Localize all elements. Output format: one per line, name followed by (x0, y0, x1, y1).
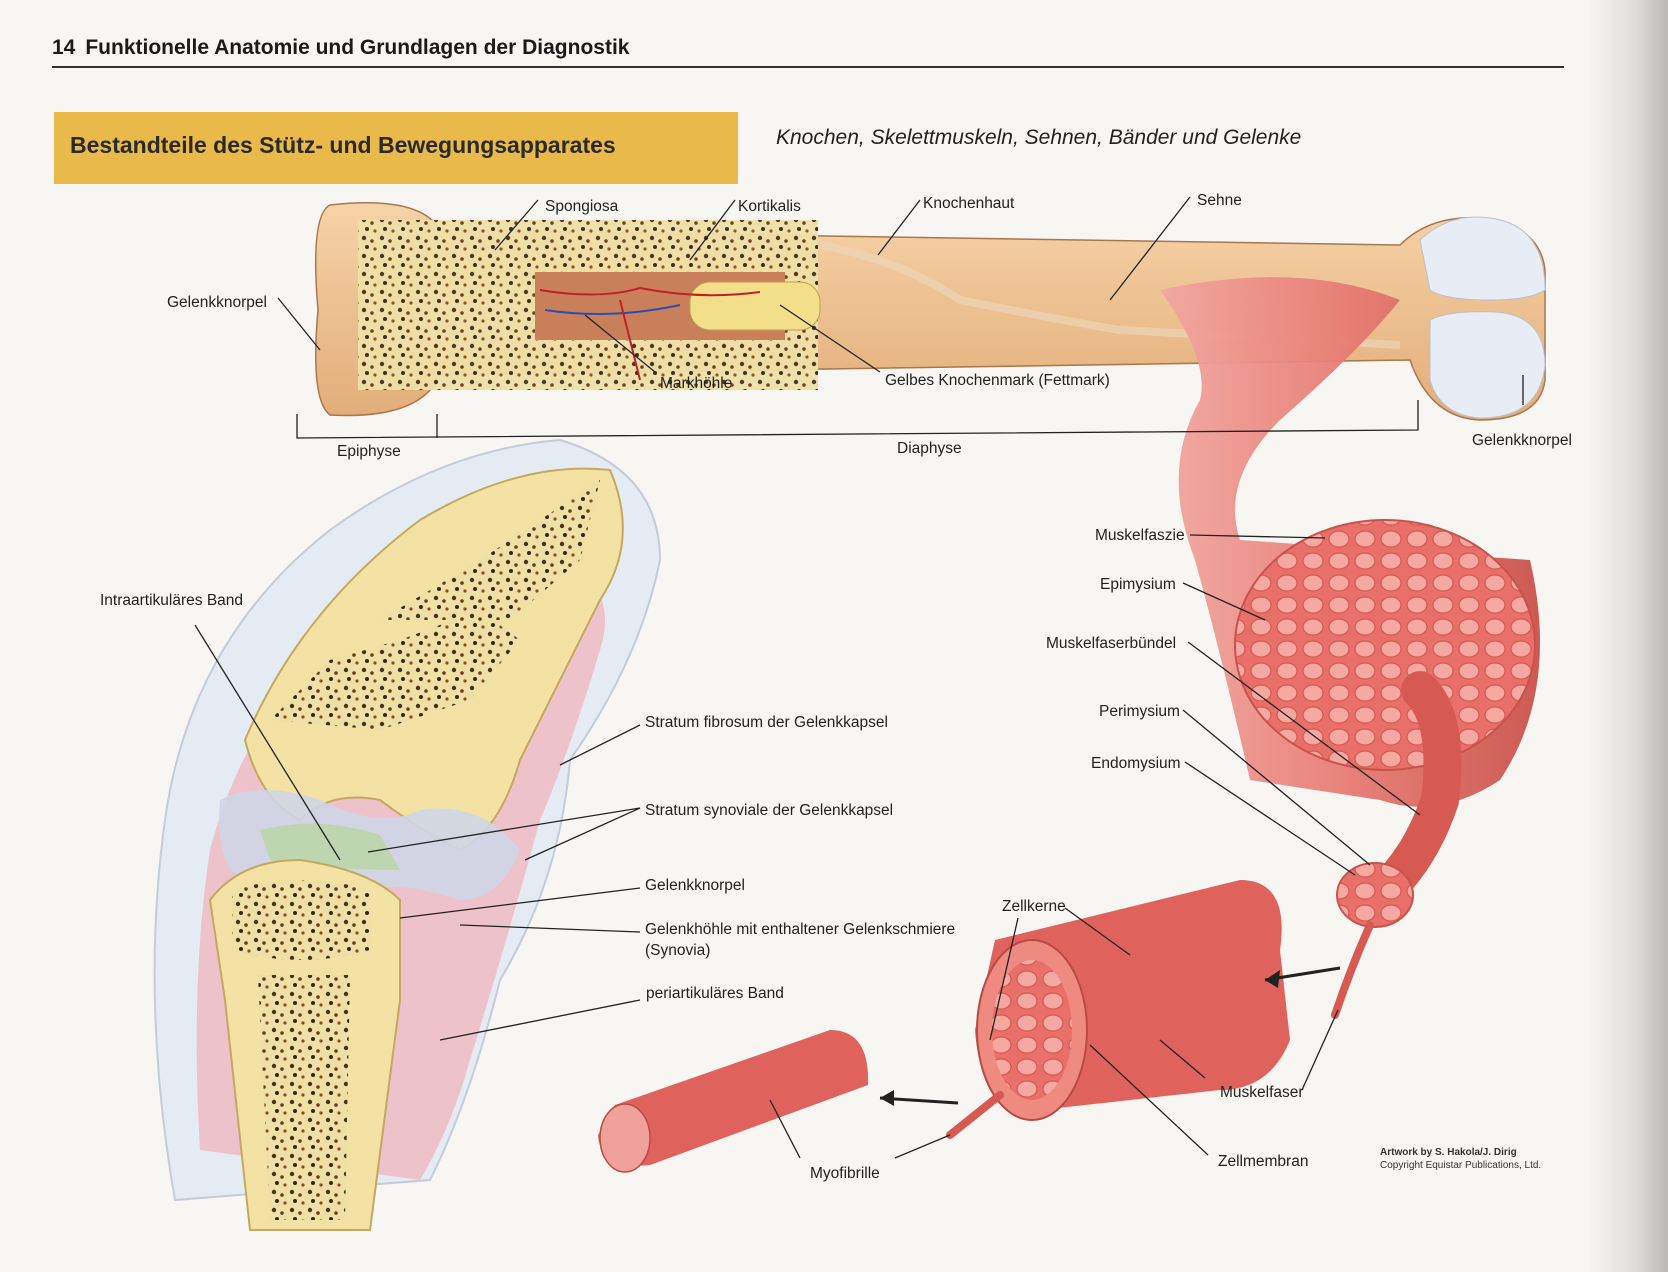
myofibril (598, 1030, 869, 1173)
label-diaphyse: Diaphyse (897, 440, 962, 457)
labels: Spongiosa Kortikalis Knochenhaut Sehne G… (100, 192, 1572, 1182)
artwork-credit: Artwork by S. Hakola/J. Dirig (1380, 1147, 1517, 1158)
label-stratum-fibrosum: Stratum fibrosum der Gelenkkapsel (645, 714, 888, 731)
section-title: Bestandteile des Stütz- und Bewegungsapp… (70, 132, 616, 158)
label-kortikalis: Kortikalis (738, 198, 801, 215)
label-gelenkknorpel-joint: Gelenkknorpel (645, 877, 745, 894)
label-periartikulaeres-band: periartikuläres Band (646, 985, 784, 1002)
label-perimysium: Perimysium (1099, 703, 1180, 720)
label-gelbes-knochenmark: Gelbes Knochenmark (Fettmark) (885, 372, 1110, 389)
knee-joint (153, 438, 662, 1231)
long-bone (314, 202, 1546, 421)
label-stratum-synoviale: Stratum synoviale der Gelenkkapsel (645, 802, 893, 819)
label-gelenkknorpel-right: Gelenkknorpel (1472, 432, 1572, 449)
label-myofibrille: Myofibrille (810, 1165, 880, 1182)
label-endomysium: Endomysium (1091, 755, 1181, 772)
header-rule (52, 66, 1564, 68)
page-header: 14 Funktionelle Anatomie und Grundlagen d… (52, 36, 629, 60)
label-spongiosa: Spongiosa (545, 198, 619, 215)
label-sehne: Sehne (1197, 192, 1242, 209)
chapter-title: Funktionelle Anatomie und Grundlagen der… (85, 36, 630, 59)
muscle-bundle (1160, 277, 1540, 1019)
arrow-icons (879, 966, 1341, 1106)
leader-lines (194, 196, 1524, 1159)
label-epiphyse: Epiphyse (337, 443, 401, 460)
label-gelenkhoehle: Gelenkhöhle mit enthaltener Gelenkschmie… (645, 921, 955, 938)
muscle-fiber (946, 880, 1290, 1139)
label-intraartikulaeres-band: Intraartikuläres Band (100, 592, 243, 609)
section-banner: Bestandteile des Stütz- und Bewegungsapp… (54, 112, 738, 184)
label-knochenhaut: Knochenhaut (923, 195, 1015, 212)
page-gutter-shadow (1588, 0, 1668, 1272)
label-muskelfaszie: Muskelfaszie (1095, 527, 1185, 544)
label-gelenkknorpel-left: Gelenkknorpel (167, 294, 267, 311)
label-synovia: (Synovia) (645, 942, 710, 959)
page-number: 14 (52, 36, 76, 59)
label-epimysium: Epimysium (1100, 576, 1176, 593)
section-subtitle: Knochen, Skelettmuskeln, Sehnen, Bänder … (776, 126, 1302, 149)
label-zellmembran: Zellmembran (1218, 1153, 1308, 1170)
label-markhoehle: Markhöhle (660, 375, 732, 392)
label-zellkerne: Zellkerne (1002, 898, 1066, 915)
copyright-credit: Copyright Equistar Publications, Ltd. (1380, 1160, 1541, 1171)
label-muskelfaser: Muskelfaser (1220, 1084, 1304, 1101)
label-muskelfaserbuendel: Muskelfaserbündel (1046, 635, 1176, 652)
